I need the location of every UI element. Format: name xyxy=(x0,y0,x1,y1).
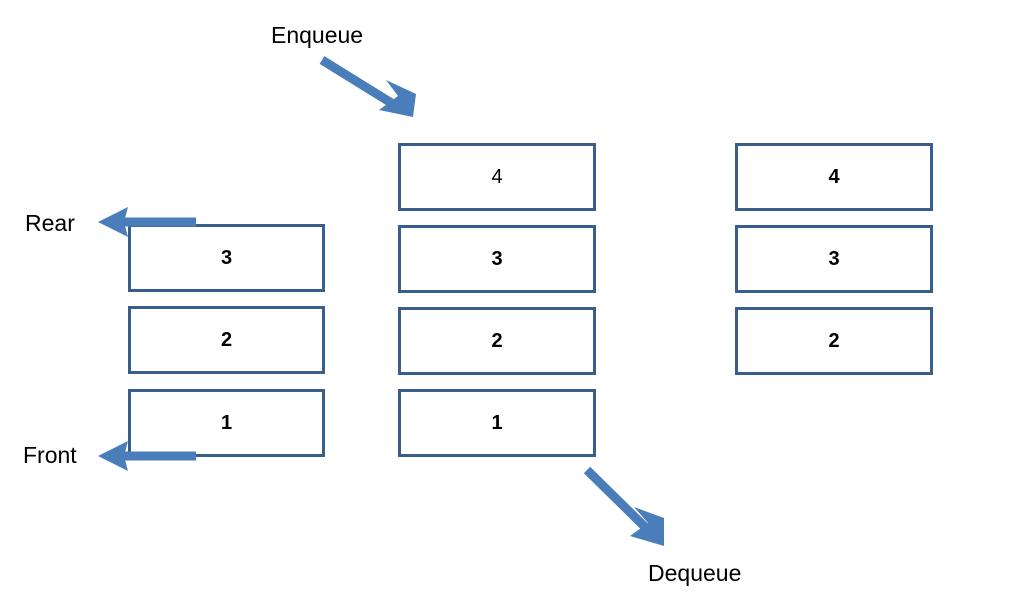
rear-label: Rear xyxy=(25,210,75,236)
queue-box-col1-1: 1 xyxy=(128,389,325,457)
queue-box-col1-2: 2 xyxy=(128,306,325,374)
enqueue-arrow xyxy=(319,56,416,117)
queue-box-col1-3: 3 xyxy=(128,224,325,292)
queue-box-col2-2: 2 xyxy=(398,307,596,375)
queue-box-col2-1: 1 xyxy=(398,389,596,457)
enqueue-label: Enqueue xyxy=(271,22,364,48)
dequeue-arrow xyxy=(583,466,664,546)
queue-box-col2-4: 4 xyxy=(398,143,596,211)
queue-box-col3-2: 2 xyxy=(735,307,933,375)
queue-box-col3-3: 3 xyxy=(735,225,933,293)
queue-box-col2-3: 3 xyxy=(398,225,596,293)
dequeue-label: Dequeue xyxy=(648,560,742,586)
queue-box-col3-4: 4 xyxy=(735,143,933,211)
front-label: Front xyxy=(23,442,77,468)
